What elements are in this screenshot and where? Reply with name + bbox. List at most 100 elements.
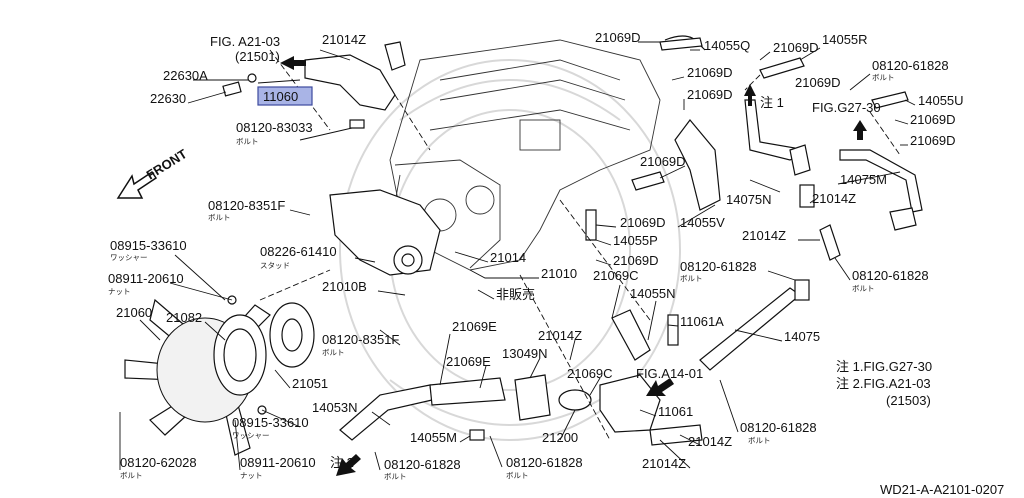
arrow-up-icon [744, 84, 756, 106]
part-label[interactable]: 21069C [567, 366, 613, 381]
cooling-fan [124, 295, 315, 456]
part-label[interactable]: 21069D [613, 253, 659, 268]
part-type-label: ボルト [236, 137, 259, 146]
part-label[interactable]: 08915-33610 [110, 238, 187, 253]
part-label[interactable]: 08911-20610 [240, 455, 316, 470]
part-label[interactable]: 21014Z [538, 328, 582, 343]
part-type-label: ボルト [322, 348, 345, 357]
part-label[interactable]: 13049N [502, 346, 548, 361]
part-label[interactable]: 08120-61828 [852, 268, 929, 283]
arrow-down-left-icon [646, 378, 674, 396]
part-type-label: ボルト [852, 284, 875, 293]
part-label[interactable]: 21069D [910, 112, 956, 127]
part-label[interactable]: 08120-8351F [208, 198, 285, 213]
coolant-pipes [699, 99, 923, 371]
part-label[interactable]: FIG. A21-03 [210, 34, 280, 49]
part-label[interactable]: 11061A [680, 314, 724, 329]
part-label[interactable]: 14055U [918, 93, 964, 108]
thermostat-housing-upper [222, 41, 406, 129]
part-label[interactable]: 08120-61828 [506, 455, 583, 470]
part-label[interactable]: 08911-20610 [108, 271, 184, 286]
part-label[interactable]: 21014Z [742, 228, 786, 243]
part-label[interactable]: 14055M [410, 430, 457, 445]
front-arrow-icon [116, 170, 158, 199]
arrow-left-icon [280, 56, 306, 70]
part-label[interactable]: 08120-62028 [120, 455, 197, 470]
part-label[interactable]: 21069D [910, 133, 956, 148]
part-type-label: ボルト [120, 471, 143, 480]
part-label[interactable]: 08120-61828 [384, 457, 461, 472]
part-type-label: ボルト [384, 472, 407, 481]
part-type-label: ナット [240, 471, 263, 480]
front-label: FRONT [144, 146, 190, 182]
notes-block: 注 1.FIG.G27-30 注 2.FIG.A21-03 (21503) [836, 359, 932, 408]
part-label[interactable]: 21069D [687, 65, 733, 80]
part-label[interactable]: 08120-83033 [236, 120, 313, 135]
highlighted-part-box[interactable] [257, 86, 313, 106]
part-label[interactable]: 22630 [150, 91, 186, 106]
part-label[interactable]: 21069D [773, 40, 819, 55]
part-label[interactable]: 21200 [542, 430, 578, 445]
part-type-label: スタッド [260, 261, 290, 270]
part-label[interactable]: 21069D [640, 154, 686, 169]
part-label[interactable]: 21010B [322, 279, 367, 294]
part-type-label: ボルト [506, 471, 529, 480]
part-label[interactable]: (21501) [235, 49, 280, 64]
part-label[interactable]: 注 2 [330, 455, 354, 470]
part-type-label: ナット [108, 287, 131, 296]
part-type-label: ボルト [748, 436, 771, 445]
part-label[interactable]: 21069D [595, 30, 641, 45]
part-label[interactable]: 21060 [116, 305, 152, 320]
part-label[interactable]: 11061 [658, 404, 693, 419]
part-label[interactable]: 21069E [452, 319, 497, 334]
part-type-label: ワッシャー [232, 431, 270, 440]
part-label[interactable]: 21051 [292, 376, 328, 391]
part-label[interactable]: 14055P [613, 233, 658, 248]
arrow-down-left-icon [336, 454, 361, 476]
part-type-label: ボルト [872, 73, 895, 82]
part-label[interactable]: 08120-61828 [680, 259, 757, 274]
part-label[interactable]: 14055N [630, 286, 676, 301]
water-pump [329, 189, 441, 276]
part-label[interactable]: FIG.G27-30 [812, 100, 881, 115]
part-label[interactable]: 14055Q [704, 38, 750, 53]
part-label[interactable]: 14055R [822, 32, 868, 47]
part-label[interactable]: 21069D [620, 215, 666, 230]
part-label[interactable]: 08226-61410 [260, 244, 337, 259]
part-label[interactable]: 14075 [784, 329, 820, 344]
highlighted-part-number[interactable]: 11060 [263, 89, 298, 104]
part-label[interactable]: 14053N [312, 400, 358, 415]
part-type-label: ワッシャー [110, 253, 148, 262]
part-label[interactable]: FIG.A14-01 [636, 366, 703, 381]
part-type-label: ボルト [208, 213, 231, 222]
part-label[interactable]: 08120-8351F [322, 332, 399, 347]
part-label[interactable]: 22630A [163, 68, 208, 83]
reference-arrows [116, 56, 867, 476]
part-label[interactable]: 08915-33610 [232, 415, 309, 430]
leader-lines [119, 41, 916, 471]
part-label[interactable]: 21014Z [322, 32, 366, 47]
part-label[interactable]: 非販売 [496, 287, 535, 302]
part-label[interactable]: 08120-61828 [872, 58, 949, 73]
thermostat-housing-lower [469, 314, 703, 446]
part-label[interactable]: 21014Z [642, 456, 686, 471]
part-label[interactable]: 21014Z [812, 191, 856, 206]
part-label[interactable]: 21010 [541, 266, 577, 281]
part-label[interactable]: 14075N [726, 192, 772, 207]
part-label[interactable]: 08120-61828 [740, 420, 817, 435]
part-label[interactable]: 14055V [680, 215, 725, 230]
part-label[interactable]: 注 1 [760, 95, 784, 110]
part-label[interactable]: 21069D [795, 75, 841, 90]
part-label[interactable]: 21082 [166, 310, 202, 325]
part-label[interactable]: 21069E [446, 354, 491, 369]
note-2-ref: (21503) [886, 393, 931, 408]
note-1: 注 1.FIG.G27-30 [836, 359, 932, 374]
engine-block [389, 39, 661, 271]
part-label[interactable]: 14075M [840, 172, 887, 187]
part-label[interactable]: 21069C [593, 268, 639, 283]
part-label[interactable]: 21069D [687, 87, 733, 102]
part-label[interactable]: 21014 [490, 250, 526, 265]
part-label[interactable]: 21014Z [688, 434, 732, 449]
part-labels: FIG. A21-03(21501) 21014Z 22630A 22630 08120… [108, 30, 964, 472]
